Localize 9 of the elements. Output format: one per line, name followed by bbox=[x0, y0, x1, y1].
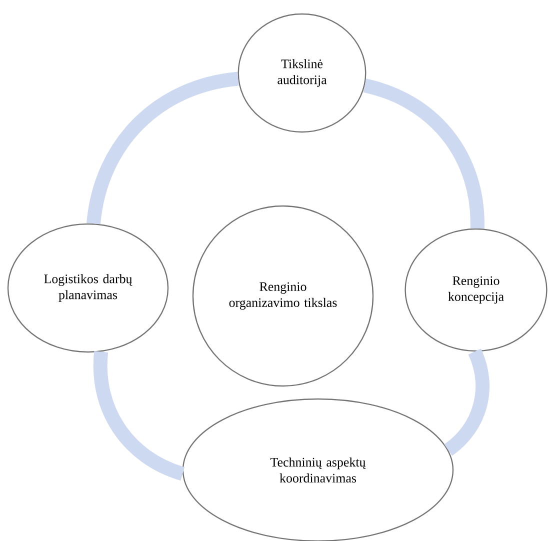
cycle-node: Techninių aspektų koordinavimas bbox=[182, 398, 454, 541]
ring-arc bbox=[86, 72, 240, 225]
cycle-node: Logistikos darbų planavimas bbox=[7, 223, 169, 353]
cycle-node: Renginio organizavimo tikslas bbox=[192, 205, 374, 387]
cycle-node: Tikslinė auditorija bbox=[238, 13, 366, 133]
ring-arc bbox=[93, 351, 185, 480]
ring-arc bbox=[363, 78, 484, 229]
cycle-node: Renginio koncepcija bbox=[404, 228, 548, 352]
ring-arc bbox=[444, 348, 490, 456]
